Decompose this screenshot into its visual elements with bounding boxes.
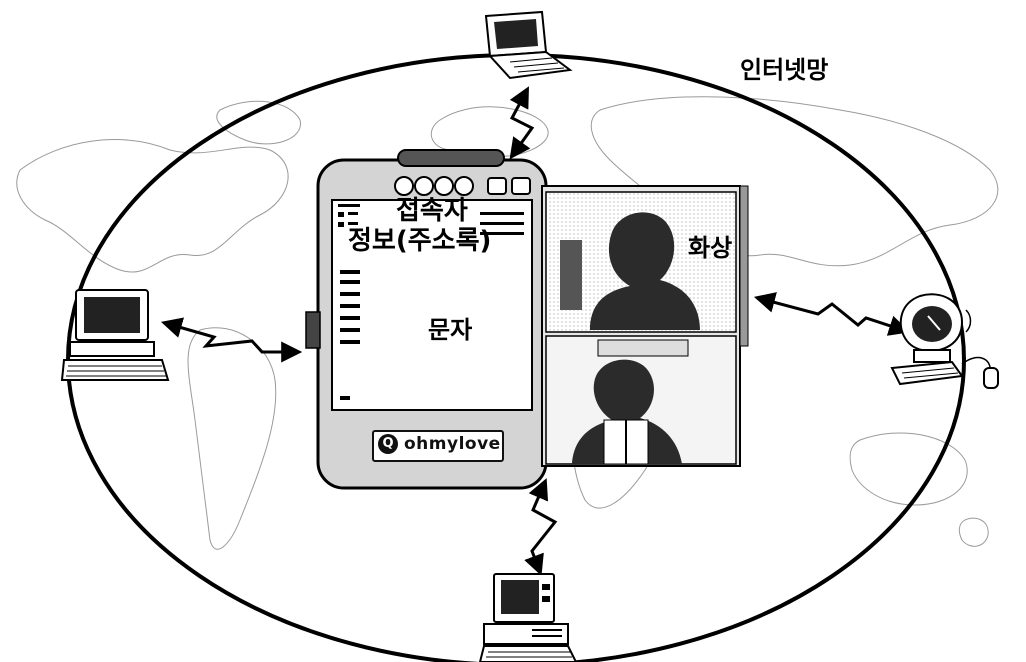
visitor-info-label-line1: 접속자 <box>396 196 468 226</box>
visitor-list <box>338 204 524 235</box>
visitor-info-label-line2: 정보(주소록) <box>348 226 492 256</box>
map-north-america <box>16 139 289 273</box>
device-side-tab <box>305 311 321 349</box>
side-list <box>340 270 360 400</box>
retro-computer-icon <box>890 293 999 389</box>
toolbar-button-1 <box>394 176 414 196</box>
brand-name: ohmylove <box>404 434 501 454</box>
messenger-app-window <box>305 149 548 490</box>
map-south-america <box>187 327 277 550</box>
toolbar-button-3 <box>434 176 454 196</box>
link-top <box>509 86 535 160</box>
connections <box>160 86 910 576</box>
link-bottom <box>524 478 558 576</box>
video-label: 화상 <box>688 234 733 262</box>
laptop-icon <box>484 10 573 80</box>
internet-network-label: 인터넷망 <box>740 56 829 84</box>
video-panel <box>541 185 749 467</box>
map-greenland <box>216 100 301 145</box>
toolbar-buttons <box>394 176 531 196</box>
local-person-silhouette <box>572 359 682 464</box>
desktop-computer-icon <box>60 289 170 381</box>
device-handle <box>397 149 505 167</box>
tower-computer-icon <box>478 573 578 662</box>
map-australia <box>849 432 968 506</box>
toolbar-button-6 <box>511 177 531 195</box>
remote-person-silhouette <box>590 212 700 330</box>
toolbar-button-4 <box>454 176 474 196</box>
brand-logo-icon: Q <box>378 434 398 454</box>
text-chat-label: 문자 <box>428 316 473 344</box>
map-islands <box>958 517 989 547</box>
link-right <box>753 292 910 336</box>
toolbar-button-5 <box>487 177 507 195</box>
toolbar-button-2 <box>414 176 434 196</box>
link-left <box>160 317 303 363</box>
